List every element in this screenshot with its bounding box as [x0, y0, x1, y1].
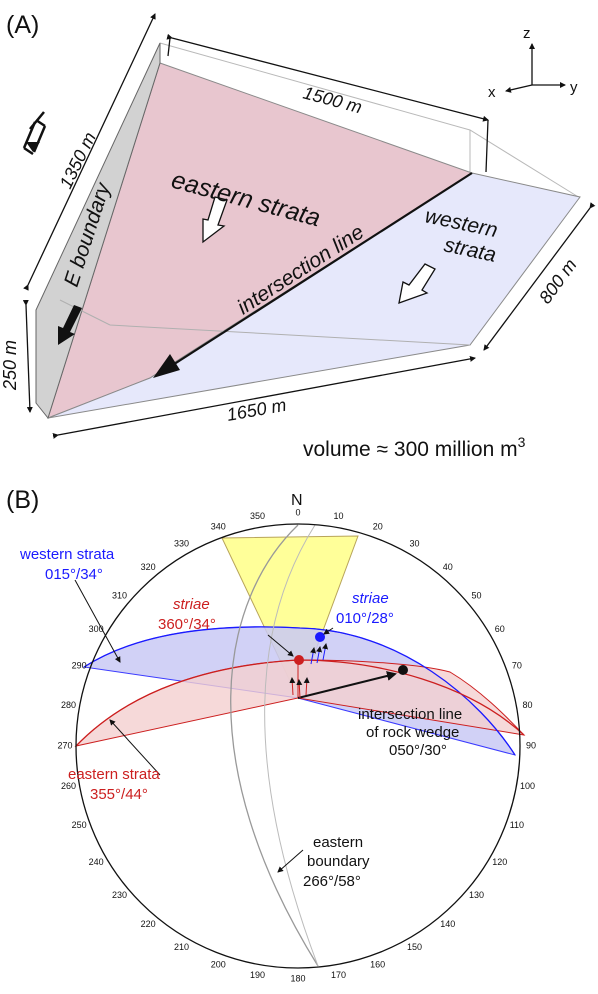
degree-label-280: 280 — [61, 700, 76, 710]
panel-a: (A) 1500 m 1350 m 250 m 1650 m — [0, 11, 596, 461]
eastern-strata-area-right — [297, 659, 526, 736]
eastern-boundary-orient: 266°/58° — [303, 873, 361, 890]
degree-label-130: 130 — [469, 890, 484, 900]
striae-red-dot — [294, 655, 304, 665]
north-label: N — [291, 492, 303, 509]
eastern-dip-arrow — [202, 196, 228, 244]
boundary-motion-arrow — [58, 305, 82, 345]
degree-label-70: 70 — [512, 661, 522, 671]
degree-label-10: 10 — [333, 511, 343, 521]
dim-height-label: 250 m — [0, 340, 20, 391]
face-shading-lines — [59, 299, 471, 346]
degree-labels: 0 10 20 30 40 50 60 70 80 90 100 110 120 130 140 150 160… — [57, 507, 536, 983]
degree-label-170: 170 — [331, 970, 346, 980]
intersection-label-2: of rock wedge — [366, 724, 459, 741]
degree-label-320: 320 — [141, 562, 156, 572]
degree-label-310: 310 — [112, 591, 127, 601]
degree-label-220: 220 — [141, 919, 156, 929]
volume-exponent: 3 — [518, 434, 526, 450]
western-strata-orient: 015°/34° — [45, 566, 103, 583]
axes-icon — [505, 43, 566, 93]
degree-label-0: 0 — [295, 507, 300, 517]
degree-label-50: 50 — [471, 591, 481, 601]
degree-label-290: 290 — [72, 661, 87, 671]
degree-label-230: 230 — [112, 890, 127, 900]
degree-label-100: 100 — [520, 781, 535, 791]
eastern-strata-orient: 355°/44° — [90, 786, 148, 803]
striae-blue-name: striae — [352, 590, 389, 607]
striae-blue-arrows — [310, 643, 329, 665]
striae-blue-dot — [315, 632, 325, 642]
volume-label: volume ≈ 300 million m3 — [303, 434, 526, 461]
eastern-boundary-great-circle — [230, 524, 319, 967]
axis-y-label: y — [570, 79, 578, 96]
panel-b-label: (B) — [6, 486, 39, 514]
degree-label-150: 150 — [407, 942, 422, 952]
dim-right-label: 800 m — [535, 255, 581, 307]
striae-blue-orient: 010°/28° — [336, 610, 394, 627]
degree-label-190: 190 — [250, 970, 265, 980]
degree-label-30: 30 — [409, 539, 419, 549]
degree-label-240: 240 — [89, 857, 104, 867]
degree-label-80: 80 — [522, 700, 532, 710]
degree-label-120: 120 — [492, 857, 507, 867]
eastern-boundary-label-1: eastern — [313, 834, 363, 851]
degree-label-330: 330 — [174, 539, 189, 549]
axis-x-label: x — [488, 84, 496, 101]
intersection-pole-arrow — [297, 671, 397, 699]
dim-bottom-label: 1650 m — [225, 395, 288, 425]
degree-label-140: 140 — [440, 919, 455, 929]
degree-label-250: 250 — [72, 820, 87, 830]
dim-top-label: 1500 m — [301, 83, 364, 118]
western-dip-arrow — [398, 263, 436, 304]
movement-arrow-icon — [26, 111, 45, 152]
eastern-boundary-label-2: boundary — [307, 853, 370, 870]
western-great-circle — [83, 626, 516, 756]
degree-label-210: 210 — [174, 942, 189, 952]
intersection-arrowhead — [153, 354, 180, 378]
striae-red-arrows — [289, 677, 310, 699]
eastern-boundary-great-circle-2 — [264, 524, 319, 967]
volume-text: volume ≈ 300 million m — [303, 438, 518, 461]
striae-range-sector — [221, 535, 359, 700]
intersection-orient: 050°/30° — [389, 742, 447, 759]
intersection-line-arrow — [164, 172, 473, 371]
axis-z-label: z — [523, 25, 531, 42]
panel-a-label: (A) — [6, 11, 39, 39]
degree-label-180: 180 — [290, 973, 305, 983]
degree-label-260: 260 — [61, 781, 76, 791]
dimension-lines — [22, 13, 596, 439]
degree-label-340: 340 — [211, 521, 226, 531]
leader-lines — [74, 579, 334, 873]
degree-label-160: 160 — [370, 959, 385, 969]
striae-red-orient: 360°/34° — [158, 616, 216, 633]
degree-label-90: 90 — [526, 740, 536, 750]
intersection-pole-dot — [398, 665, 408, 675]
degree-label-200: 200 — [211, 959, 226, 969]
stereonet-primitive — [75, 523, 521, 969]
degree-label-350: 350 — [250, 511, 265, 521]
western-strata-name: western strata — [19, 546, 115, 563]
degree-label-20: 20 — [373, 521, 383, 531]
degree-label-60: 60 — [495, 624, 505, 634]
eastern-strata-name: eastern strata — [68, 766, 160, 783]
intersection-label-1: intersection line — [358, 706, 462, 723]
degree-label-110: 110 — [510, 820, 524, 830]
degree-label-300: 300 — [89, 624, 104, 634]
panel-b: (B) 0 10 20 30 40 50 60 70 80 90 100 110 120 130 140 15… — [6, 486, 536, 983]
striae-red-name: striae — [173, 596, 210, 613]
degree-label-270: 270 — [57, 740, 72, 750]
degree-label-40: 40 — [443, 562, 453, 572]
